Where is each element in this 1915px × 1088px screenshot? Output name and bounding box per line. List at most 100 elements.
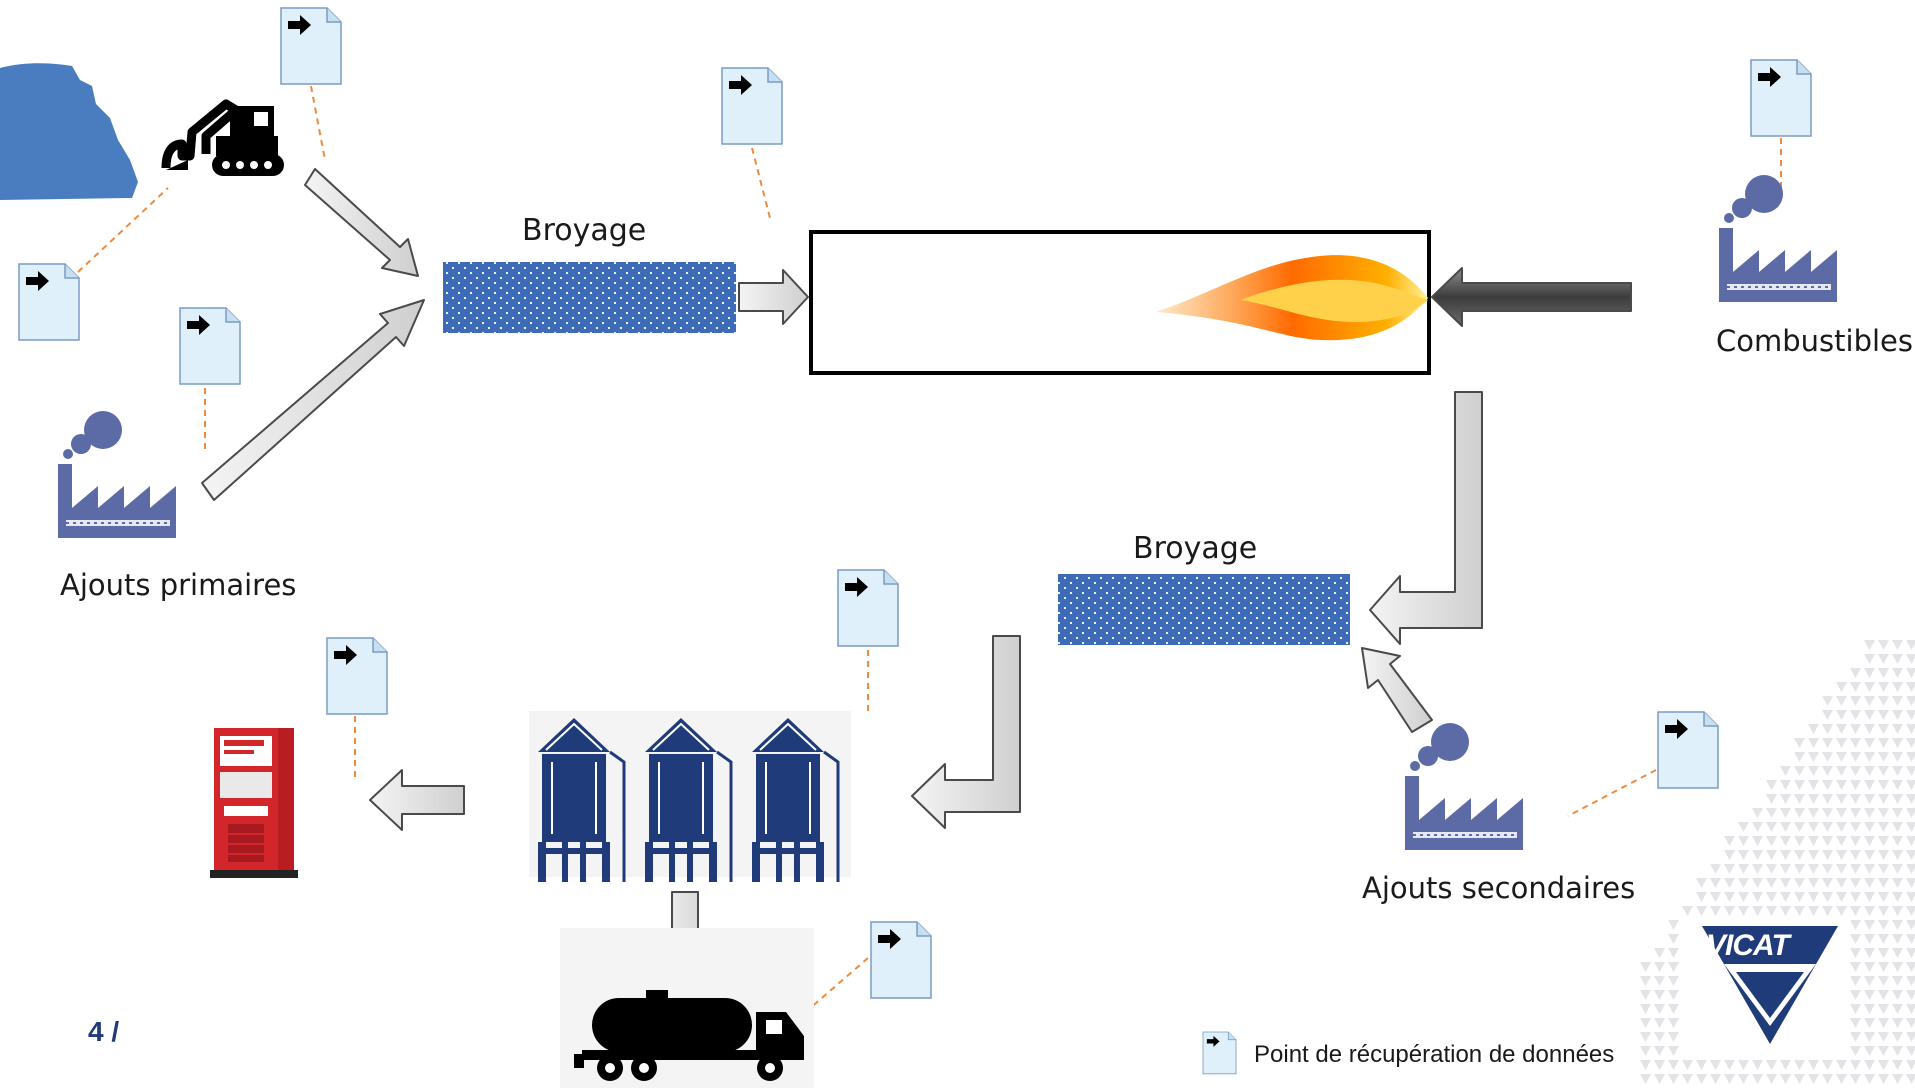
pattern-triangle xyxy=(1808,822,1819,832)
pattern-triangle xyxy=(1906,976,1915,986)
pattern-triangle xyxy=(1892,668,1903,678)
pattern-triangle xyxy=(1766,822,1777,832)
pattern-triangle xyxy=(1668,990,1679,1000)
pattern-triangle xyxy=(1808,808,1819,818)
pattern-triangle xyxy=(1780,878,1791,888)
pattern-triangle xyxy=(1780,766,1791,776)
pattern-triangle xyxy=(1752,864,1763,874)
pattern-triangle xyxy=(1668,934,1679,944)
pattern-triangle xyxy=(1836,710,1847,720)
pattern-triangle xyxy=(1864,808,1875,818)
pattern-triangle xyxy=(1850,934,1861,944)
pattern-triangle xyxy=(1892,920,1903,930)
pattern-triangle xyxy=(1864,780,1875,790)
pattern-triangle xyxy=(1864,948,1875,958)
pattern-triangle xyxy=(1878,780,1889,790)
pattern-triangle xyxy=(1794,780,1805,790)
pattern-triangle xyxy=(1906,752,1915,762)
pattern-triangle xyxy=(1864,990,1875,1000)
pattern-triangle xyxy=(1878,696,1889,706)
excavator-icon xyxy=(161,99,284,176)
pattern-triangle xyxy=(1836,850,1847,860)
pattern-triangle xyxy=(1906,780,1915,790)
pattern-triangle xyxy=(1668,962,1679,972)
pattern-triangle xyxy=(1738,878,1749,888)
pattern-triangle xyxy=(1808,864,1819,874)
pattern-triangle xyxy=(1878,976,1889,986)
pattern-triangle xyxy=(1724,1074,1735,1084)
pattern-triangle xyxy=(1864,934,1875,944)
pattern-triangle xyxy=(1906,822,1915,832)
pattern-triangle xyxy=(1640,1018,1651,1028)
document-icon xyxy=(721,67,783,145)
pattern-triangle xyxy=(1864,906,1875,916)
pattern-triangle xyxy=(1822,752,1833,762)
pattern-triangle xyxy=(1752,808,1763,818)
pattern-triangle xyxy=(1836,808,1847,818)
pattern-triangle xyxy=(1892,990,1903,1000)
pattern-triangle xyxy=(1906,682,1915,692)
pattern-triangle xyxy=(1780,1074,1791,1084)
pattern-triangle xyxy=(1836,836,1847,846)
pattern-triangle xyxy=(1752,1074,1763,1084)
pattern-triangle xyxy=(1850,682,1861,692)
pattern-triangle xyxy=(1822,850,1833,860)
pattern-triangle xyxy=(1794,794,1805,804)
pattern-triangle xyxy=(1892,878,1903,888)
pattern-triangle xyxy=(1892,976,1903,986)
pattern-triangle xyxy=(1668,1032,1679,1042)
pattern-triangle xyxy=(1850,822,1861,832)
pattern-triangle xyxy=(1864,1046,1875,1056)
pattern-triangle xyxy=(1836,766,1847,776)
pattern-triangle xyxy=(1878,836,1889,846)
pattern-triangle xyxy=(1822,822,1833,832)
page-number: 4 / xyxy=(88,1016,120,1047)
document-icon xyxy=(1750,59,1812,137)
pattern-triangle xyxy=(1808,766,1819,776)
pattern-triangle xyxy=(1864,794,1875,804)
pattern-triangle xyxy=(1878,934,1889,944)
pattern-triangle xyxy=(1822,864,1833,874)
pattern-triangle xyxy=(1808,892,1819,902)
pattern-triangle xyxy=(1822,794,1833,804)
pattern-triangle xyxy=(1892,1074,1903,1084)
pattern-triangle xyxy=(1892,710,1903,720)
pattern-triangle xyxy=(1696,906,1707,916)
pattern-triangle xyxy=(1724,836,1735,846)
pattern-triangle xyxy=(1892,780,1903,790)
pattern-triangle xyxy=(1766,864,1777,874)
pattern-triangle xyxy=(1640,1004,1651,1014)
pattern-triangle xyxy=(1850,836,1861,846)
pattern-triangle xyxy=(1738,864,1749,874)
pattern-triangle xyxy=(1724,1060,1735,1070)
pattern-triangle xyxy=(1724,850,1735,860)
pattern-triangle xyxy=(1864,836,1875,846)
pattern-triangle xyxy=(1822,906,1833,916)
pattern-triangle xyxy=(1822,878,1833,888)
pattern-triangle xyxy=(1794,1060,1805,1070)
pattern-triangle xyxy=(1878,724,1889,734)
pattern-triangle xyxy=(1682,1060,1693,1070)
pattern-triangle xyxy=(1822,696,1833,706)
pattern-triangle xyxy=(1864,892,1875,902)
pattern-triangle xyxy=(1780,794,1791,804)
pattern-triangle xyxy=(1640,1074,1651,1084)
pattern-triangle xyxy=(1864,1018,1875,1028)
pattern-triangle xyxy=(1836,682,1847,692)
pattern-triangle xyxy=(1808,878,1819,888)
pattern-triangle xyxy=(1710,1074,1721,1084)
pattern-triangle xyxy=(1738,1060,1749,1070)
pattern-triangle xyxy=(1766,906,1777,916)
pattern-triangle xyxy=(1864,1074,1875,1084)
pattern-triangle xyxy=(1892,724,1903,734)
pattern-triangle xyxy=(1822,1074,1833,1084)
pattern-triangle xyxy=(1822,724,1833,734)
pattern-triangle xyxy=(1864,682,1875,692)
pattern-triangle xyxy=(1710,878,1721,888)
document-icon xyxy=(870,921,932,999)
pattern-triangle xyxy=(1640,990,1651,1000)
pattern-triangle xyxy=(1892,1032,1903,1042)
pattern-triangle xyxy=(1850,878,1861,888)
pattern-triangle xyxy=(1794,878,1805,888)
document-icon xyxy=(18,263,80,341)
